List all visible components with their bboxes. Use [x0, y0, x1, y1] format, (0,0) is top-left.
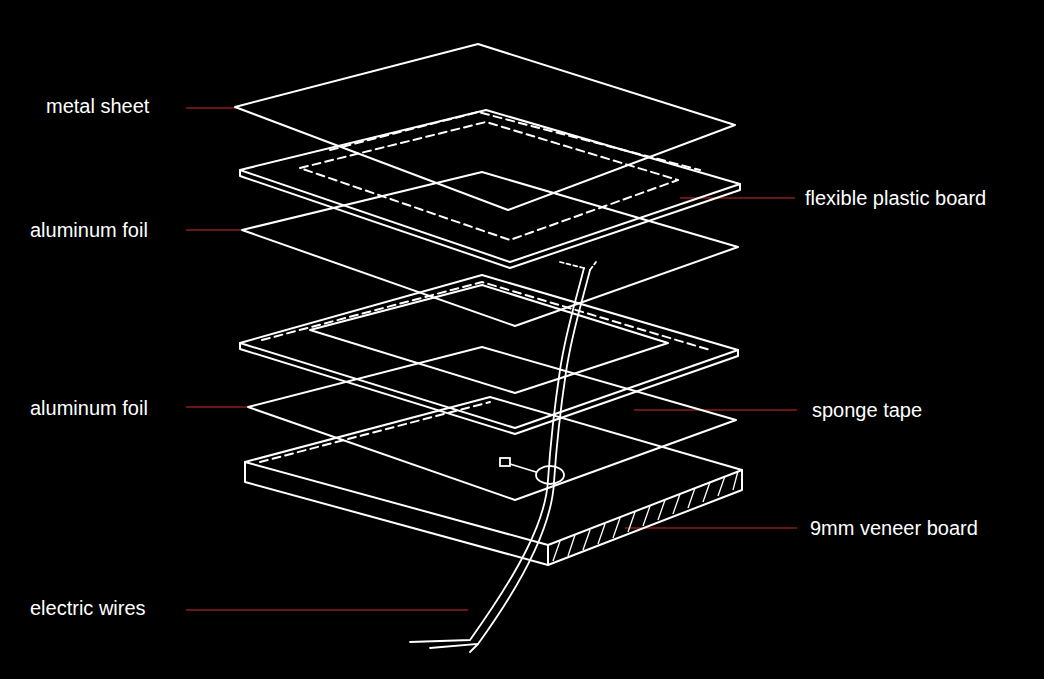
electric-wires [410, 262, 596, 652]
part-label: metal sheet [46, 94, 149, 118]
part-label: 9mm veneer board [810, 516, 978, 540]
board-edge-hatch [553, 471, 738, 561]
part-label: flexible plastic board [805, 186, 986, 210]
layers [235, 44, 742, 565]
part-label: aluminum foil [30, 396, 148, 420]
part-label: sponge tape [812, 398, 922, 422]
leader-lines [186, 108, 797, 610]
part-label: electric wires [30, 596, 146, 620]
part-label: aluminum foil [30, 218, 148, 242]
